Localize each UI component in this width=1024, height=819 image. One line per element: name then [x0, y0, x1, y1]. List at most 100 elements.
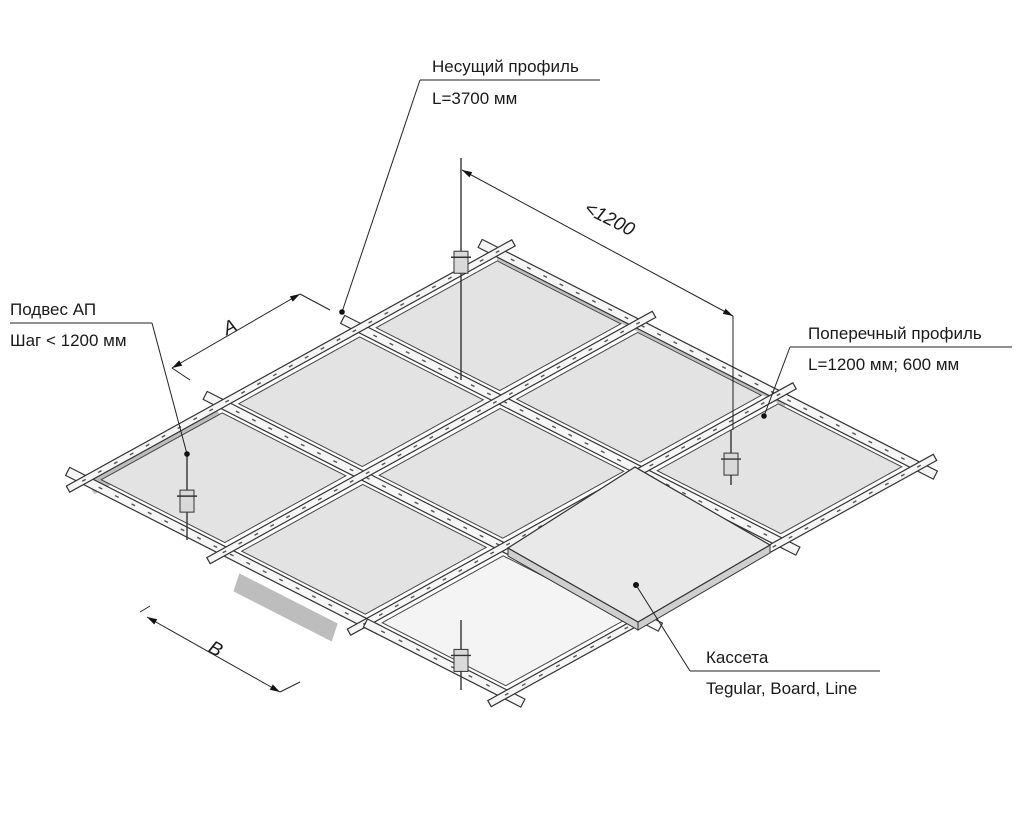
- rail-slot: [413, 444, 418, 448]
- rail-slot: [344, 611, 349, 615]
- rail-slot: [114, 494, 120, 499]
- rail-slot: [572, 654, 578, 658]
- cassette-top: [506, 466, 772, 623]
- rail-slot: [333, 460, 338, 464]
- cassette-title: Кассета: [706, 648, 769, 667]
- rail-slot: [689, 349, 694, 353]
- rail-slot: [705, 357, 710, 361]
- dimension-a-ext: [171, 367, 191, 381]
- rail-slot: [521, 533, 527, 538]
- rail-slot: [254, 532, 259, 536]
- rail-slot: [555, 664, 561, 668]
- rail-slot: [474, 560, 479, 564]
- rail-slot: [256, 381, 262, 386]
- rail-slot: [510, 258, 515, 262]
- rail-slot: [721, 365, 727, 370]
- rail-slot: [584, 441, 589, 446]
- rail-slot: [476, 409, 482, 413]
- rail-slot: [430, 509, 435, 513]
- ceiling-tile: [100, 412, 347, 544]
- hanger-clip: [453, 648, 469, 672]
- rail-slot: [681, 491, 687, 495]
- cross-profile-leader: [763, 346, 791, 417]
- rail-slot: [486, 392, 492, 396]
- rail-slot: [238, 541, 243, 545]
- rail-slot: [285, 515, 291, 519]
- rail-slot: [763, 532, 768, 537]
- rail-slot: [380, 630, 386, 634]
- rail-slot: [398, 639, 403, 643]
- rail-slot: [301, 506, 307, 510]
- rail-slot: [537, 524, 543, 529]
- rail-slot: [295, 586, 300, 590]
- rail-slot: [900, 456, 905, 461]
- cross-profile-leader-dot: [761, 413, 767, 419]
- rail-slot: [776, 393, 781, 397]
- rail-slot: [916, 464, 922, 468]
- main-profile-leader: [341, 79, 421, 313]
- rail-slot: [673, 341, 678, 345]
- rail-slot: [681, 445, 686, 450]
- rail-slot: [543, 274, 548, 279]
- rail-slot: [225, 399, 230, 403]
- rail-slot: [590, 645, 595, 649]
- rail-slot: [851, 432, 857, 436]
- rail-slot: [317, 497, 322, 501]
- rail-slot: [868, 491, 873, 495]
- rail-slot: [251, 418, 257, 422]
- rail-slot: [835, 423, 840, 427]
- rail-slot: [442, 577, 447, 581]
- ceiling-tile: [375, 260, 622, 392]
- ceiling-tile: [237, 336, 485, 468]
- rail-slot: [519, 408, 524, 412]
- rail-slot: [479, 534, 484, 538]
- rail-slot: [463, 526, 468, 530]
- rail-slot: [410, 595, 415, 599]
- rail-slot: [288, 364, 293, 368]
- rail-slot: [665, 454, 670, 458]
- rail-slot: [819, 415, 824, 419]
- rail-slot: [272, 373, 277, 377]
- rail-slot: [712, 428, 718, 432]
- dimension-a-line-arrow: [289, 294, 300, 302]
- hanger-leader-dot: [184, 451, 190, 457]
- rail-slot: [235, 410, 240, 414]
- rail-slot: [209, 408, 214, 412]
- rail-slot: [316, 451, 322, 455]
- rail-slot: [728, 419, 733, 423]
- rail-slot: [535, 417, 540, 421]
- cassette-leader: [635, 584, 691, 672]
- rail-slot: [304, 355, 309, 359]
- rail-slot: [803, 407, 808, 411]
- rail-slot: [414, 501, 419, 505]
- rail-slot: [786, 399, 792, 403]
- rail-slot: [754, 382, 759, 386]
- hanger-clip: [453, 250, 469, 274]
- rail-slot: [349, 479, 354, 484]
- dimension-b-ext: [279, 681, 301, 693]
- rail-slot: [788, 535, 793, 539]
- rail-slot: [381, 484, 387, 488]
- rail-slot: [389, 342, 394, 346]
- main-profile-leader-dot: [339, 309, 345, 315]
- rail-slot: [397, 453, 402, 457]
- rail-slot: [311, 595, 317, 599]
- rail-slot: [415, 648, 421, 652]
- ceiling-tile: [378, 407, 625, 539]
- rail-slot: [620, 330, 625, 334]
- rail-slot: [540, 374, 545, 378]
- rail-slot: [559, 283, 564, 287]
- rail-slot: [98, 486, 103, 490]
- rail-slot: [426, 586, 431, 590]
- rail-slot: [81, 478, 87, 482]
- rail-slot: [696, 437, 702, 441]
- rail-slot: [551, 425, 557, 429]
- dimension-a-line-arrow: [172, 360, 183, 368]
- rail-slot: [884, 482, 889, 486]
- rail-slot: [398, 493, 403, 497]
- rail-slot: [278, 578, 284, 582]
- rail-slot: [521, 683, 526, 687]
- rail-slot: [213, 545, 218, 549]
- rail-slot: [454, 375, 459, 379]
